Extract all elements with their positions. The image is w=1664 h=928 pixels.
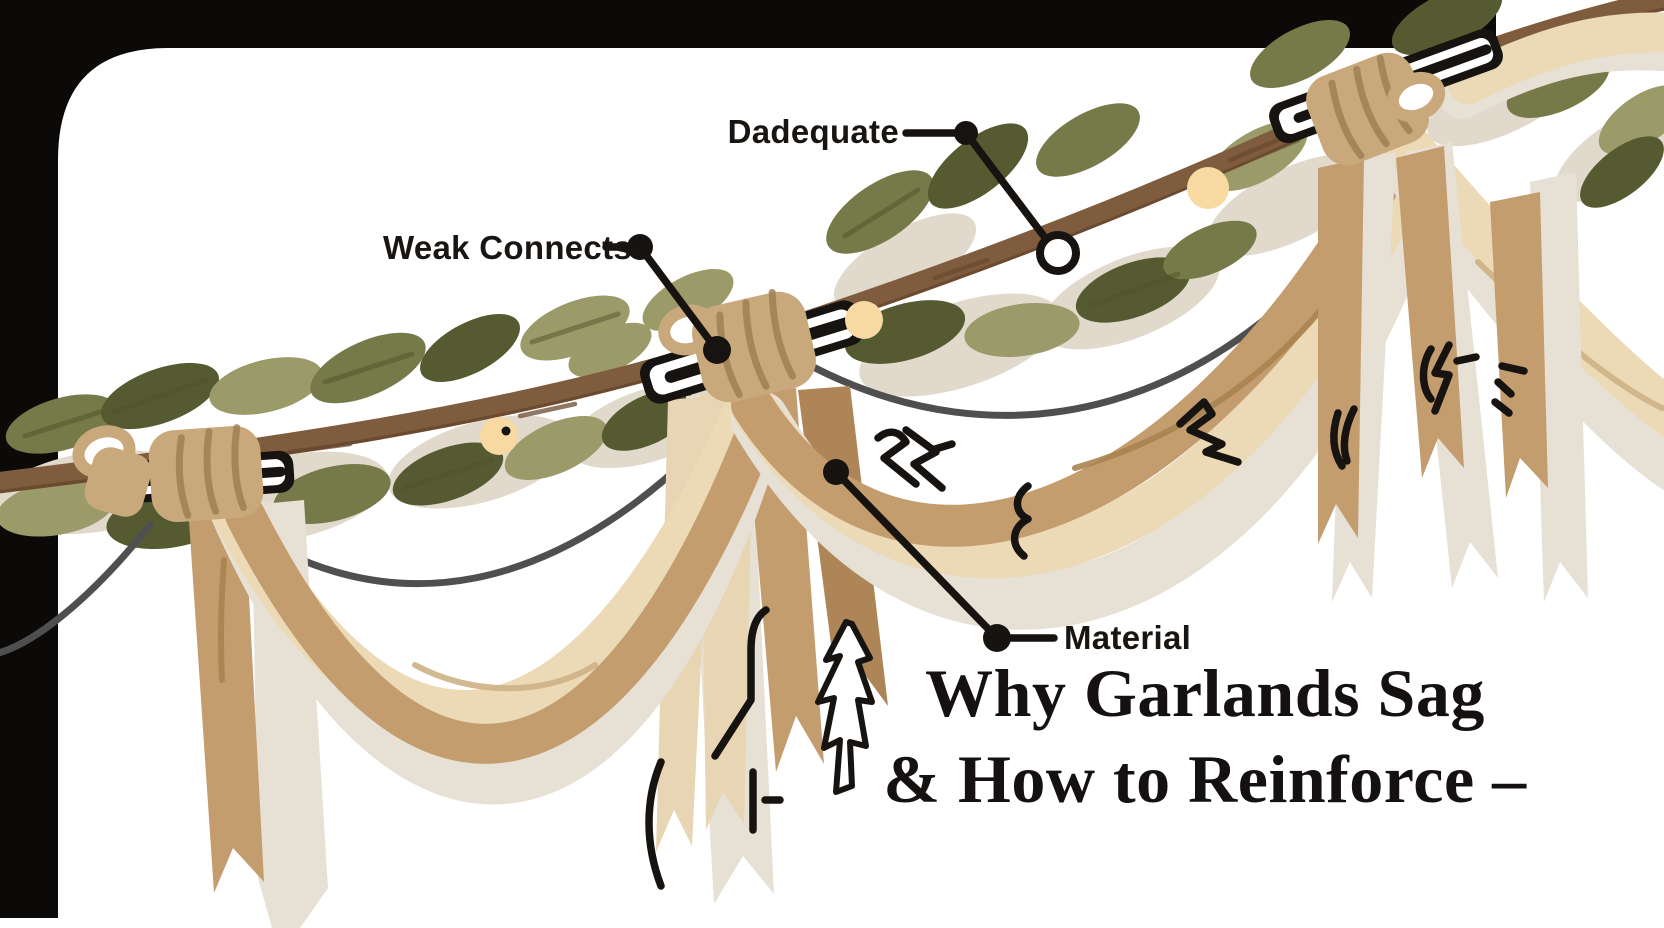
leader-dot xyxy=(703,336,731,364)
title-line-2: & How to Reinforce – xyxy=(883,741,1527,817)
bead xyxy=(480,417,518,455)
title-line-1: Why Garlands Sag xyxy=(925,655,1485,731)
torn-patch xyxy=(815,619,875,795)
beads xyxy=(480,167,1229,455)
sagging-wire xyxy=(0,521,154,657)
leader-dot xyxy=(954,121,978,145)
bead xyxy=(845,301,883,339)
callout-inadequate-label: Dadequate xyxy=(727,113,899,150)
leaves xyxy=(0,0,1664,550)
right-ribbon-tails xyxy=(1318,142,1588,602)
leader-lines xyxy=(602,121,1080,652)
page-title: Why Garlands Sag & How to Reinforce – xyxy=(740,650,1664,822)
ribbon-bow xyxy=(72,424,264,523)
ribbon-bow xyxy=(658,289,816,403)
anchor-ring-icon xyxy=(1036,231,1080,275)
ribbon-bow xyxy=(1306,52,1446,166)
bead xyxy=(1187,167,1229,209)
callout-weak-connects-label: Weak Connects xyxy=(383,229,633,266)
damage-marks xyxy=(645,341,1528,890)
callout-material-label: Material xyxy=(1064,619,1192,656)
